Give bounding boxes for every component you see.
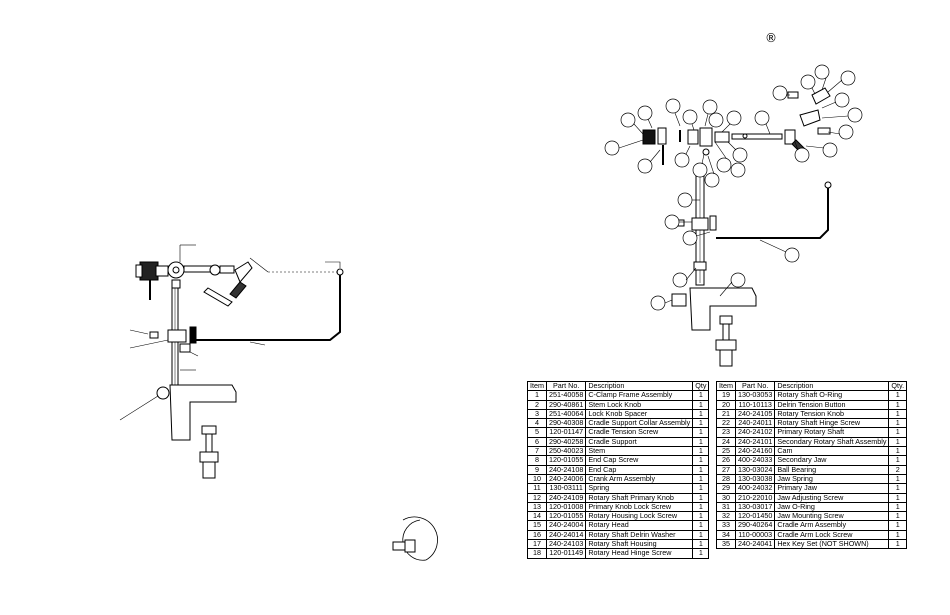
cell-qty: 1 (888, 483, 908, 494)
cell-description: Spring (585, 483, 694, 494)
assembled-vise-view (119, 244, 438, 561)
cell-item: 35 (716, 539, 736, 550)
cell-item: 30 (716, 492, 736, 503)
cell-item: 20 (716, 399, 736, 410)
table-header-row: Item Part No. Description Qty (527, 380, 710, 392)
cell-part-no: 240-24102 (734, 427, 776, 438)
cell-part-no: 130-03111 (545, 483, 587, 494)
cell-description: Primary Jaw (774, 483, 890, 494)
cell-description: Hex Key Set (NOT SHOWN) (774, 539, 890, 550)
cell-part-no: 400-24033 (734, 455, 776, 466)
cell-description: C-Clamp Frame Assembly (585, 390, 694, 401)
cell-part-no: 240-24004 (545, 520, 587, 531)
cell-qty: 1 (888, 390, 908, 401)
cell-part-no: 110-10113 (734, 399, 776, 410)
cell-part-no: 120-01055 (545, 455, 587, 466)
cell-qty: 1 (692, 483, 710, 494)
cell-description: Jaw Adjusting Screw (774, 492, 890, 503)
cell-item: 8 (527, 455, 547, 466)
cell-part-no: 120-01147 (545, 427, 587, 438)
cell-description: Stem Lock Knob (585, 399, 694, 410)
cell-qty: 1 (888, 520, 908, 531)
cell-part-no: 120-01149 (545, 548, 587, 559)
cell-item: 1 (527, 390, 547, 401)
cell-qty: 1 (692, 427, 710, 438)
cell-part-no: 400-24032 (734, 483, 776, 494)
cell-description: Delrin Tension Button (774, 399, 890, 410)
cell-qty: 1 (692, 399, 710, 410)
cell-qty: 1 (888, 539, 908, 550)
cell-item: 12 (527, 492, 547, 503)
exploded-parts-view (604, 64, 863, 367)
cell-part-no: 210-22010 (734, 492, 776, 503)
cell-qty: 1 (692, 390, 710, 401)
cell-item: 19 (716, 390, 736, 401)
cell-item: 26 (716, 455, 736, 466)
cell-qty: 1 (888, 455, 908, 466)
cell-part-no: 240-24109 (545, 492, 587, 503)
rotation-indicator (392, 516, 438, 561)
registered-trademark-mark: ® (765, 31, 777, 45)
cell-item: 29 (716, 483, 736, 494)
cell-qty: 1 (692, 455, 710, 466)
cell-item: 5 (527, 427, 547, 438)
cell-part-no: 290-40861 (545, 399, 587, 410)
cell-qty: 1 (888, 427, 908, 438)
cell-item: 23 (716, 427, 736, 438)
cell-part-no: 290-40264 (734, 520, 776, 531)
cell-qty: 1 (888, 492, 908, 503)
cell-qty: 1 (692, 520, 710, 531)
cell-description: Secondary Jaw (774, 455, 890, 466)
cell-qty: 1 (692, 548, 710, 559)
cell-item: 18 (527, 548, 547, 559)
cell-part-no: 240-24041 (734, 539, 776, 550)
cell-description: Primary Rotary Shaft (774, 427, 890, 438)
cell-description: Rotary Head (585, 520, 694, 531)
cell-part-no: 130-03053 (734, 390, 776, 401)
cell-description: Rotary Shaft O-Ring (774, 390, 890, 401)
cell-item: 2 (527, 399, 547, 410)
cell-qty: 1 (888, 399, 908, 410)
cell-description: Rotary Shaft Primary Knob (585, 492, 694, 503)
cell-description: Rotary Head Hinge Screw (585, 548, 694, 559)
cell-description: Secondary Rotary Shaft Assembly (774, 436, 890, 448)
cell-item: 11 (527, 483, 547, 494)
cell-description: Cradle Arm Assembly (774, 520, 890, 531)
cell-description: End Cap Screw (585, 455, 694, 466)
cell-item: 15 (527, 520, 547, 531)
cell-description: Cradle Tension Screw (585, 427, 694, 438)
cell-item: 33 (716, 520, 736, 531)
cell-qty: 1 (692, 492, 710, 503)
cell-part-no: 251-40058 (545, 390, 587, 401)
